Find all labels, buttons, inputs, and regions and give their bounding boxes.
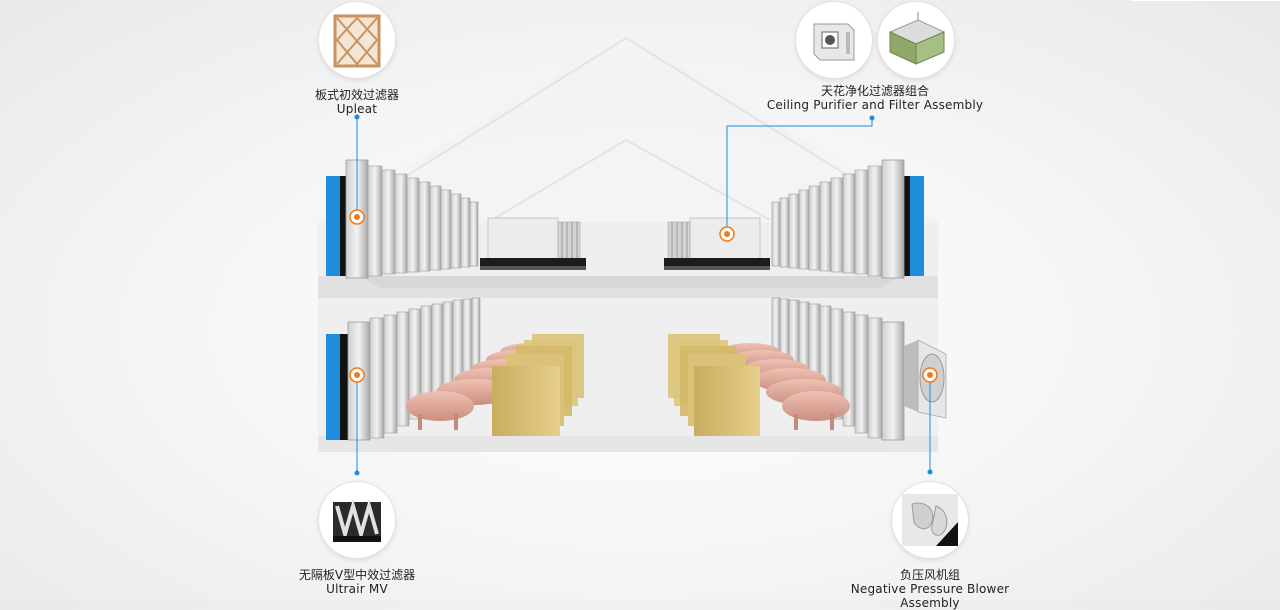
ceiling-purifier-left [480,217,586,270]
marker-ultrair[interactable] [349,367,365,383]
callout-ceiling-purifier[interactable]: 天花净化过滤器组合 Ceiling Purifier and Filter As… [760,2,990,112]
callout-blower[interactable]: 负压风机组 Negative Pressure Blower Assembly [820,482,1040,610]
blower-label-zh: 负压风机组 [899,568,960,582]
leader-endpoints [354,114,933,476]
blower-thumbnail [892,482,968,558]
upleat-label-zh: 板式初效过滤器 [314,88,399,102]
upleat-filter-thumbnail [319,2,395,78]
callout-upleat[interactable]: 板式初效过滤器 Upleat [297,2,417,116]
blower-label-en: Negative Pressure Blower Assembly [850,582,1010,610]
cooling-pads-left [492,334,584,436]
marker-upleat[interactable] [349,209,365,225]
ultrair-filter-thumbnail [319,482,395,558]
ultrair-label-en: Ultrair MV [326,582,388,596]
ceiling-purifier-label-en: Ceiling Purifier and Filter Assembly [766,98,984,112]
lower-right-filter-bank [771,297,905,441]
callout-ultrair[interactable]: 无隔板V型中效过滤器 Ultrair MV [287,482,427,596]
cooling-pads-right [668,334,760,436]
ceiling-purifier-right [664,217,770,270]
ceiling-purifier-label-zh: 天花净化过滤器组合 [820,84,929,98]
pigs-right [720,343,850,430]
filter-assembly-thumbnail [878,2,954,78]
marker-blower[interactable] [922,367,938,383]
ultrair-label-zh: 无隔板V型中效过滤器 [298,568,416,582]
upleat-label-en: Upleat [336,102,378,116]
ceiling-purifier-thumbnail [796,2,872,78]
leader-lines [356,117,931,473]
top-edge-strip [1130,0,1280,1]
upper-right-filter-bank [771,159,924,279]
marker-ceiling-purifier[interactable] [719,226,735,242]
